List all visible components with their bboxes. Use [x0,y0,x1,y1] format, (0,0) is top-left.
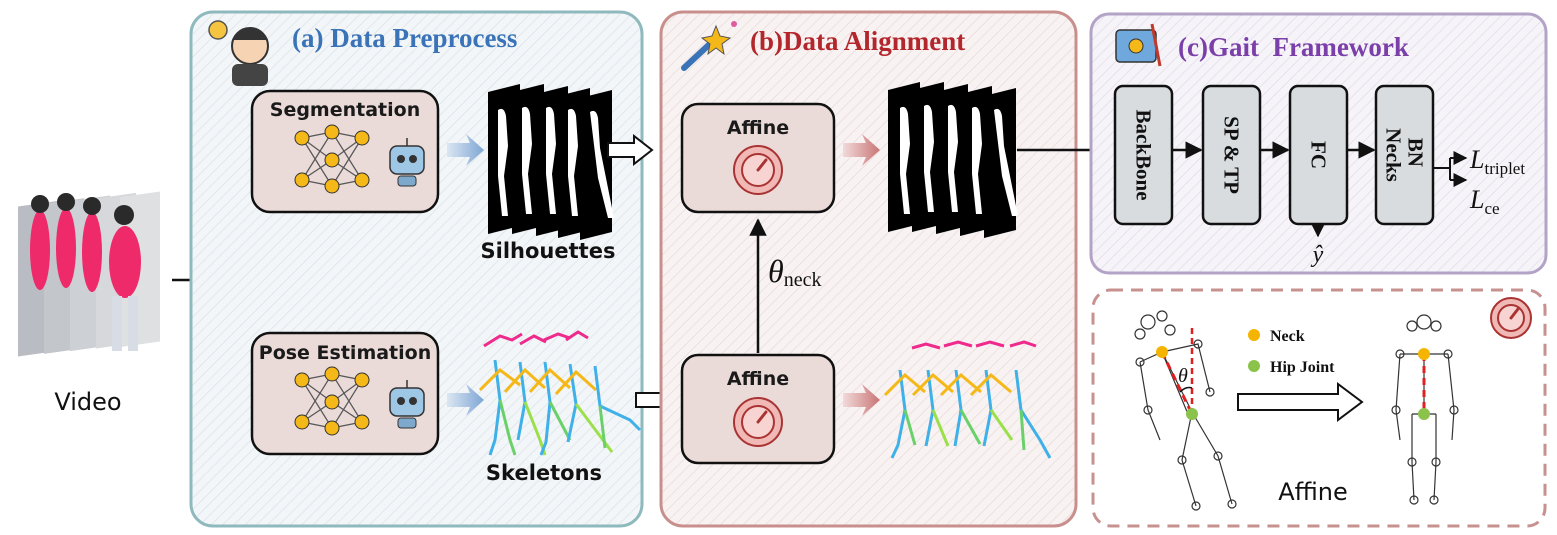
robot-icon [389,138,425,187]
magic-wand-icon [681,21,737,71]
gradient-arrow-seg [447,134,484,166]
fc-label: FC [1307,141,1331,169]
segmentation-label: Segmentation [270,99,420,121]
angle-arc [1179,386,1193,393]
angle-theta-label: θ [1178,365,1188,387]
gauge-icon-detail [1490,297,1532,339]
legend-neck-label: Neck [1270,328,1305,345]
upright-neck-dot [1418,348,1430,360]
engineer-icon [208,20,269,86]
affine-bottom-label: Affine [727,368,789,390]
gradient-arrow-pose [447,384,484,416]
robot-icon-pose [389,380,425,429]
legend-neck-dot [1248,329,1260,341]
fc-output-label: ŷ [1311,242,1324,268]
affine-top-label: Affine [727,117,789,139]
neural-network-icon-pose [294,366,370,436]
affine-detail-arrow [1237,382,1364,422]
backbone-block [1113,84,1174,226]
loss-ce-label: Lce [1469,185,1500,218]
aligned-silhouette-frames [888,82,1018,238]
silhouettes-label: Silhouettes [481,239,616,263]
gradient-arrow-red-bottom [843,384,880,416]
skeletons-label: Skeletons [486,461,602,485]
upright-hip-dot [1418,408,1430,420]
blueprint-icon [1115,23,1162,67]
backbone-label: BackBone [1132,109,1156,200]
silhouette-frames [488,84,614,240]
loss-triplet-label: Ltriplet [1469,145,1525,178]
sp-tp-block [1201,84,1262,226]
bn-split-line [1433,158,1451,180]
framework-title: (c)Gait Framework [1178,32,1409,62]
legend-hip-label: Hip Joint [1270,359,1335,376]
aligned-skeleton-sequence [883,340,1052,459]
legend-hip-dot [1248,360,1260,372]
skeleton-sequence [478,330,642,456]
sp-tp-label: SP & TP [1220,116,1244,194]
skeleton-tilted [1134,310,1237,511]
hollow-arrow-top [607,133,654,167]
video-label: Video [54,388,121,416]
gauge-icon [733,145,783,195]
gauge-icon-bottom [733,397,783,447]
gradient-arrow-red-top [843,134,880,166]
preprocess-title: (a) Data Preprocess [292,23,517,53]
bn-necks-block [1374,84,1435,226]
theta-neck-label: θneck [768,253,821,291]
tilted-hip-dot [1186,408,1198,420]
alignment-title: (b)Data Alignment [750,26,965,56]
video-frames [18,191,160,357]
bn-necks-label: BN Necks [1382,128,1428,182]
affine-detail-caption: Affine [1278,478,1348,506]
neural-network-icon [294,124,370,194]
pose-label: Pose Estimation [259,342,431,364]
tilted-neck-dot [1156,346,1168,358]
